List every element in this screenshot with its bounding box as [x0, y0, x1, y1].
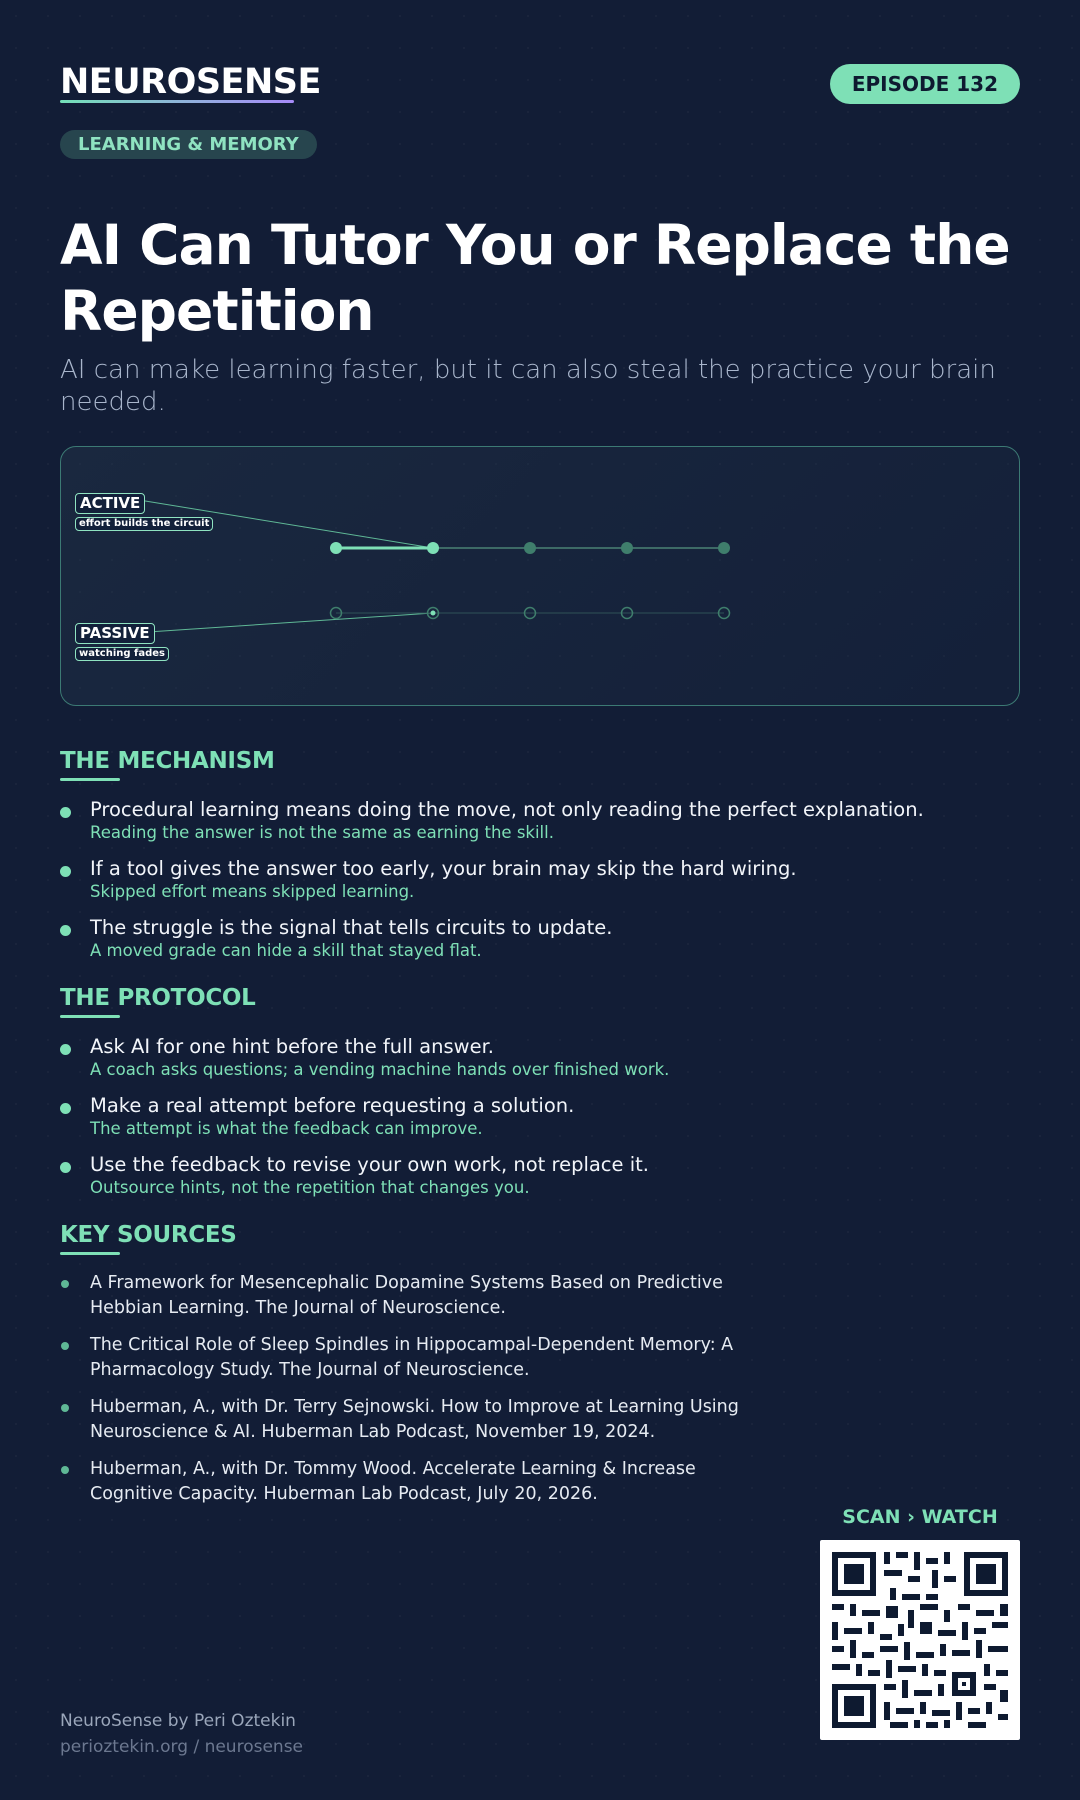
source-bullet-dot — [61, 1280, 69, 1288]
active-node-4 — [621, 542, 633, 554]
bullet-dot — [60, 1162, 71, 1173]
bullet-sub-text: A moved grade can hide a skill that stay… — [90, 941, 482, 960]
source-item: Huberman, A., with Dr. Tommy Wood. Accel… — [60, 1457, 780, 1519]
source-bullet-dot — [61, 1404, 69, 1412]
protocol-heading-text: THE PROTOCOL — [60, 985, 256, 1011]
bullet-main-text: The struggle is the signal that tells ci… — [90, 916, 613, 939]
sources-list: A Framework for Mesencephalic Dopamine S… — [60, 1271, 780, 1519]
bullet-sub-text: The attempt is what the feedback can imp… — [90, 1119, 483, 1138]
bullet-sub-text: Outsource hints, not the repetition that… — [90, 1178, 530, 1197]
source-text: Huberman, A., with Dr. Terry Sejnowski. … — [90, 1397, 739, 1442]
passive-node-5 — [717, 606, 731, 620]
page-title: AI Can Tutor You or Replace the Repetiti… — [60, 213, 1011, 343]
bullet-main-text: Procedural learning means doing the move… — [90, 798, 924, 821]
sources-heading-underline — [60, 1252, 120, 1255]
mechanism-heading-underline — [60, 778, 120, 781]
active-label: ACTIVE — [75, 493, 146, 514]
bullet-sub-text: Skipped effort means skipped learning. — [90, 882, 415, 901]
protocol-heading: THE PROTOCOL — [60, 985, 256, 1018]
source-bullet-dot — [61, 1466, 69, 1474]
passive-caption: watching fades — [75, 647, 169, 661]
source-bullet-dot — [61, 1342, 69, 1350]
qr-code-graphic — [832, 1552, 1008, 1728]
source-text: Huberman, A., with Dr. Tommy Wood. Accel… — [90, 1459, 696, 1504]
sources-heading-text: KEY SOURCES — [60, 1222, 237, 1248]
passive-node-1 — [329, 606, 343, 620]
passive-node-4 — [620, 606, 634, 620]
bullet-main-text: Use the feedback to revise your own work… — [90, 1153, 649, 1176]
source-text: A Framework for Mesencephalic Dopamine S… — [90, 1273, 723, 1318]
bullet-dot — [60, 1103, 71, 1114]
diagram-svg — [132, 498, 731, 634]
source-item: Huberman, A., with Dr. Terry Sejnowski. … — [60, 1395, 780, 1457]
active-node-5 — [718, 542, 730, 554]
bullet-dot — [60, 925, 71, 936]
active-passive-diagram: ACTIVE effort builds the circuit PASSIVE… — [60, 446, 1020, 706]
bullet-dot — [60, 1044, 71, 1055]
bullet-main-text: If a tool gives the answer too early, yo… — [90, 857, 797, 880]
source-item: The Critical Role of Sleep Spindles in H… — [60, 1333, 780, 1395]
category-badge: LEARNING & MEMORY — [60, 130, 317, 159]
brand-logo: NEUROSENSE — [60, 62, 321, 102]
list-item: Make a real attempt before requesting a … — [60, 1094, 1020, 1153]
source-item: A Framework for Mesencephalic Dopamine S… — [60, 1271, 780, 1333]
list-item: The struggle is the signal that tells ci… — [60, 916, 1020, 975]
bullet-sub-text: A coach asks questions; a vending machin… — [90, 1060, 670, 1079]
mechanism-list: Procedural learning means doing the move… — [60, 798, 1020, 975]
list-item: Use the feedback to revise your own work… — [60, 1153, 1020, 1212]
bullet-main-text: Make a real attempt before requesting a … — [90, 1094, 575, 1117]
passive-node-2-core — [430, 610, 436, 616]
mechanism-heading-text: THE MECHANISM — [60, 748, 275, 774]
passive-leader-line — [132, 612, 434, 634]
sources-heading: KEY SOURCES — [60, 1222, 237, 1255]
source-text: The Critical Role of Sleep Spindles in H… — [90, 1335, 734, 1380]
mechanism-heading: THE MECHANISM — [60, 748, 275, 781]
passive-node-3 — [523, 606, 537, 620]
active-node-1 — [330, 542, 342, 554]
active-caption: effort builds the circuit — [75, 517, 214, 531]
page-subtitle: AI can make learning faster, but it can … — [60, 355, 996, 417]
protocol-heading-underline — [60, 1015, 120, 1018]
protocol-list: Ask AI for one hint before the full answ… — [60, 1035, 1020, 1212]
active-leader-line — [132, 498, 434, 549]
episode-badge: EPISODE 132 — [829, 64, 1020, 104]
active-node-2 — [427, 542, 439, 554]
bullet-dot — [60, 807, 71, 818]
footer-url[interactable]: perioztekin.org / neurosense — [60, 1737, 304, 1757]
passive-node-2 — [426, 606, 440, 620]
active-node-3 — [524, 542, 536, 554]
list-item: Ask AI for one hint before the full answ… — [60, 1035, 1020, 1094]
bullet-main-text: Ask AI for one hint before the full answ… — [90, 1035, 495, 1058]
list-item: Procedural learning means doing the move… — [60, 798, 1020, 857]
bullet-sub-text: Reading the answer is not the same as ea… — [90, 823, 554, 842]
passive-label: PASSIVE — [75, 623, 155, 644]
footer-author: NeuroSense by Peri Oztekin — [60, 1711, 296, 1731]
bullet-dot — [60, 866, 71, 877]
scan-watch-label: SCAN › WATCH — [842, 1506, 998, 1528]
brand-underline — [60, 100, 294, 103]
qr-code[interactable] — [820, 1540, 1020, 1740]
list-item: If a tool gives the answer too early, yo… — [60, 857, 1020, 916]
